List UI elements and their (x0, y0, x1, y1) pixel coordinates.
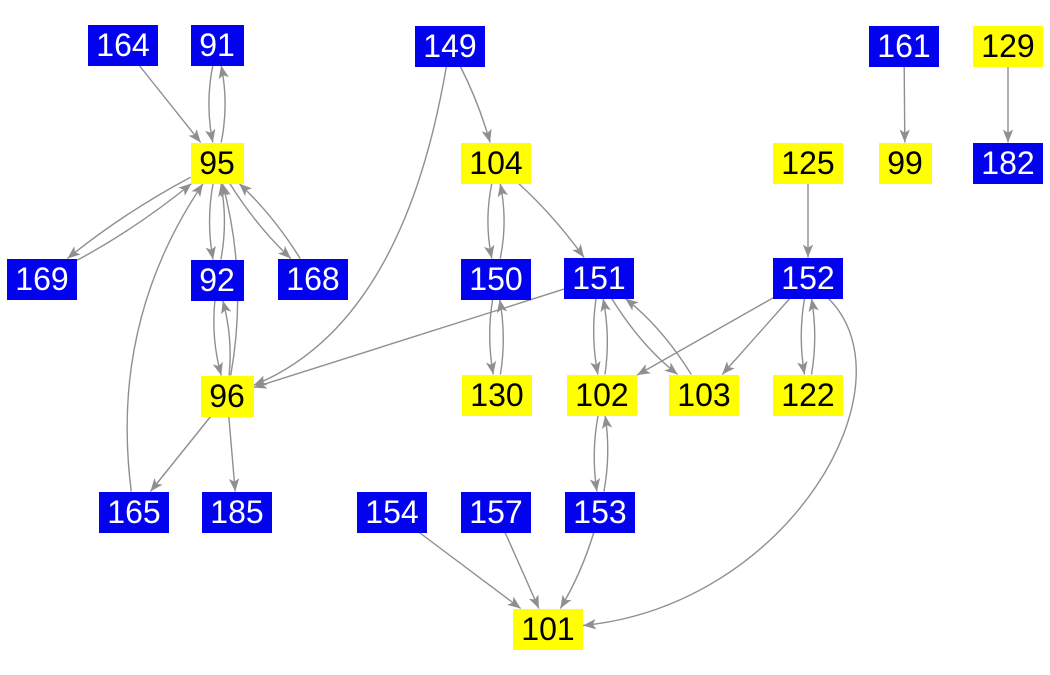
edge-96-165 (149, 416, 212, 492)
edge-150-130 (485, 299, 497, 375)
edge-154-101 (418, 531, 522, 610)
graph-node-150: 150 (461, 258, 531, 300)
graph-node-164: 164 (88, 24, 158, 66)
graph-node-152: 152 (773, 257, 843, 299)
edge-95-92 (205, 183, 216, 260)
edge-164-95 (138, 65, 202, 143)
edge-104-150 (484, 183, 495, 259)
edge-92-95 (218, 183, 229, 260)
edge-102-151 (600, 298, 611, 375)
graph-node-185: 185 (202, 491, 272, 533)
edge-165-95 (126, 183, 204, 492)
edge-95-91 (218, 65, 229, 143)
edge-152-101 (582, 298, 857, 630)
edge-161-99 (899, 66, 910, 143)
edge-169-95 (76, 182, 193, 261)
edge-102-153 (589, 415, 601, 492)
edge-152-102 (636, 297, 774, 376)
graph-node-151: 151 (564, 257, 634, 299)
edge-95-169 (66, 176, 191, 260)
graph-node-161: 161 (869, 25, 939, 67)
graph-node-157: 157 (461, 491, 531, 533)
graph-node-92: 92 (190, 259, 244, 301)
graph-node-95: 95 (190, 142, 244, 184)
edge-152-122 (797, 298, 808, 375)
graph-node-102: 102 (567, 374, 637, 416)
graph-node-182: 182 (973, 142, 1043, 184)
graph-node-99: 99 (878, 142, 932, 184)
edge-151-103 (611, 298, 679, 376)
edge-157-101 (504, 532, 540, 609)
edge-151-96 (253, 288, 565, 389)
edge-168-95 (238, 182, 301, 259)
edge-96-185 (228, 416, 240, 492)
edge-130-150 (496, 299, 508, 375)
edge-95-168 (229, 183, 292, 260)
graph-node-154: 154 (357, 491, 427, 533)
edge-151-102 (590, 298, 601, 375)
graph-node-168: 168 (278, 258, 348, 300)
graph-node-96: 96 (200, 375, 254, 417)
graph-node-130: 130 (462, 374, 532, 416)
graph-node-169: 169 (7, 258, 77, 300)
graph-node-122: 122 (773, 374, 843, 416)
graph-node-165: 165 (99, 491, 169, 533)
edge-153-101 (559, 532, 595, 609)
graph-node-104: 104 (461, 142, 531, 184)
edge-96-92 (221, 300, 232, 376)
edge-122-152 (808, 298, 819, 375)
edge-153-102 (601, 415, 613, 492)
edge-152-103 (721, 298, 791, 375)
edge-149-96 (253, 66, 448, 386)
graph-node-129: 129 (973, 25, 1043, 67)
graph-node-91: 91 (190, 24, 244, 66)
edge-104-151 (518, 182, 585, 258)
graph-node-149: 149 (415, 25, 485, 67)
graph-node-125: 125 (773, 142, 843, 184)
edge-150-104 (497, 183, 508, 259)
edge-91-95 (205, 65, 216, 143)
graph-node-101: 101 (513, 608, 583, 650)
edge-103-151 (624, 297, 692, 375)
edge-149-104 (459, 66, 492, 143)
edge-92-96 (212, 300, 223, 376)
graph-node-103: 103 (669, 374, 739, 416)
graph-node-153: 153 (565, 491, 635, 533)
edge-group (66, 65, 1014, 630)
